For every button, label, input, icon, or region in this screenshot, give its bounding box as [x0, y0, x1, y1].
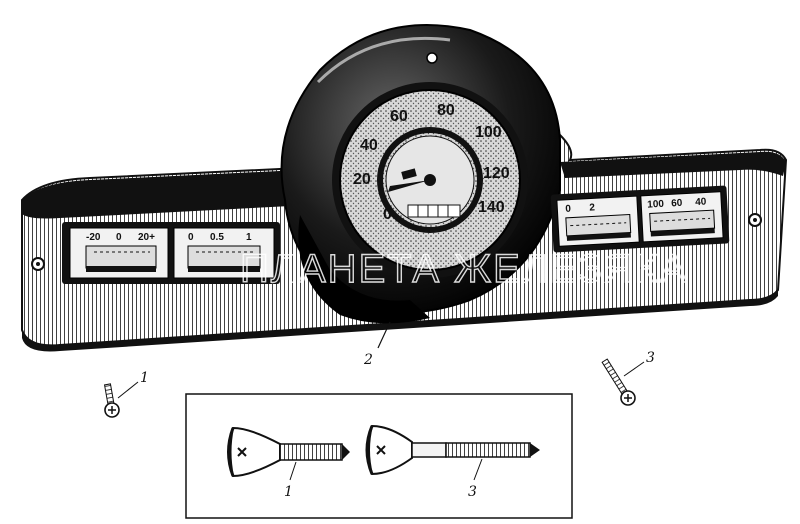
speed-tick-label: 40 [360, 137, 378, 154]
speedometer-needle [388, 174, 436, 192]
speedometer: 0 20 40 60 80 100 120 140 [332, 82, 528, 278]
callout-label: 1 [284, 484, 293, 500]
speed-tick-label: 140 [478, 199, 505, 216]
watermark: ПЛАНЕТА ЖЕЛЕЗЯКА [240, 247, 688, 291]
screw-short-detail: 1 [227, 426, 350, 500]
screw-short-loose: 1 [103, 370, 149, 418]
ammeter-tick-label: 2 [589, 202, 596, 213]
temp-tick-label: 0 [116, 232, 122, 243]
speed-tick-label: 20 [353, 171, 371, 188]
callout-label: 2 [363, 352, 373, 368]
temperature-gauge: -20 0 20+ [85, 232, 157, 272]
callout-panel: 2 [363, 321, 391, 368]
callout-label: 3 [468, 484, 477, 500]
ammeter-tick-label: 0 [565, 204, 572, 215]
odometer [407, 204, 461, 218]
oil-tick-label: 0.5 [210, 232, 224, 243]
fuel-gauge: 100 60 40 [647, 196, 716, 237]
mounting-hole-right [748, 213, 762, 227]
temp-tick-label: 20+ [138, 232, 155, 243]
screw-long-detail: 3 [365, 424, 540, 500]
speed-scale: 0 20 40 60 80 100 120 140 [353, 102, 510, 223]
ammeter-gauge: 0 2 [565, 202, 632, 241]
fuel-tick-label: 100 [647, 199, 665, 211]
callout-label: 1 [140, 370, 149, 386]
mounting-hole-left [31, 257, 45, 271]
oil-pressure-gauge: 0 0.5 1 [187, 232, 261, 272]
fuel-tick-label: 60 [671, 198, 683, 210]
screw-detail-inset: 1 3 [185, 393, 573, 519]
right-gauge-cluster: 0 2 100 60 40 [550, 185, 730, 253]
speed-tick-label: 120 [483, 165, 510, 182]
left-gauge-cluster: -20 0 20+ 0 0.5 1 [62, 222, 280, 284]
fuel-tick-label: 40 [695, 196, 707, 208]
temp-tick-label: -20 [86, 232, 101, 243]
oil-tick-label: 1 [246, 232, 252, 243]
screw-long-loose: 3 [601, 350, 655, 406]
oil-tick-label: 0 [188, 232, 194, 243]
speed-tick-label: 80 [437, 102, 455, 119]
callout-label: 3 [646, 350, 655, 366]
speed-tick-label: 0 [383, 206, 392, 223]
speed-tick-label: 60 [390, 108, 408, 125]
speed-tick-label: 100 [475, 124, 502, 141]
